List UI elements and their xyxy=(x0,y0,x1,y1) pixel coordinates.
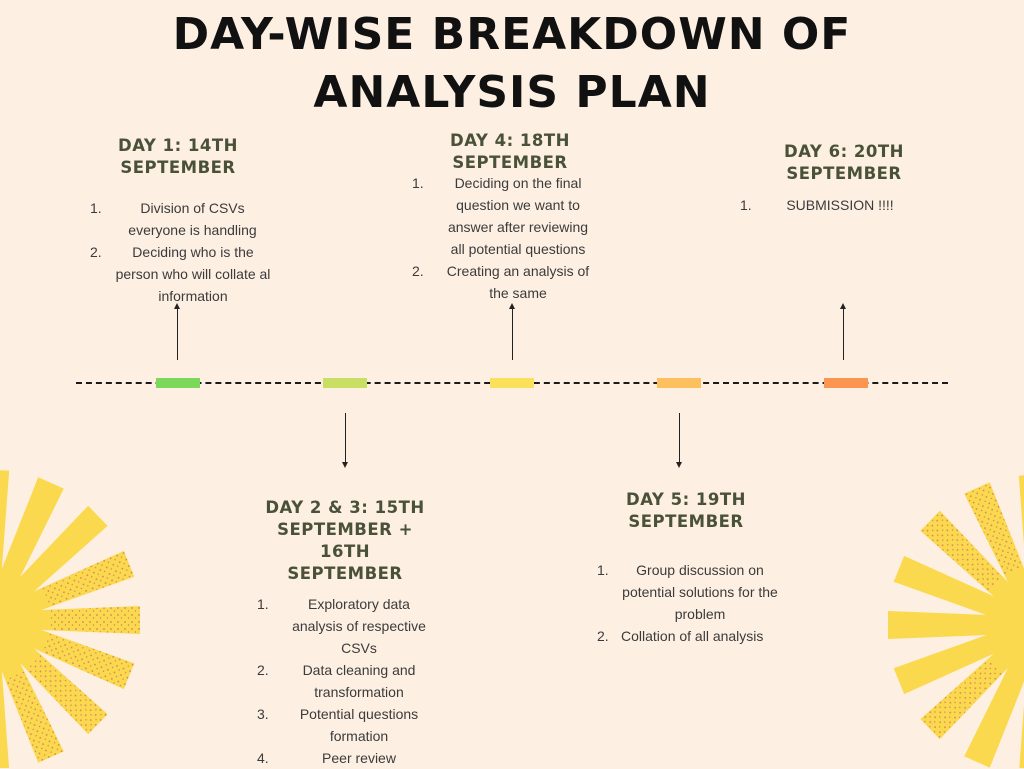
list-number: 2. xyxy=(412,263,424,279)
day6-heading: DAY 6: 20TH SEPTEMBER xyxy=(754,141,934,185)
task-line: Potential questions xyxy=(299,706,419,722)
day5-heading-line: SEPTEMBER xyxy=(628,512,744,531)
task-line: CSVs xyxy=(341,640,377,656)
day6-heading-line: DAY 6: 20TH xyxy=(784,142,904,161)
list-item: 2. Deciding who is the person who will c… xyxy=(90,241,290,307)
task-line: Division of CSVs xyxy=(140,200,245,216)
day1-marker xyxy=(156,378,200,388)
day23-heading-line: DAY 2 & 3: 15TH xyxy=(265,498,425,517)
list-number: 2. xyxy=(257,662,269,678)
day6-task-list: 1. SUBMISSION !!!! xyxy=(740,194,940,216)
task-line: everyone is handling xyxy=(128,222,257,238)
list-number: 1. xyxy=(412,175,424,191)
day4-task-list: 1. Deciding on the final question we wan… xyxy=(412,172,612,304)
day1-arrow-up xyxy=(174,303,180,360)
day23-heading-line: SEPTEMBER xyxy=(287,564,403,583)
day1-heading: DAY 1: 14TH SEPTEMBER xyxy=(88,135,268,179)
task-line: person who will collate al xyxy=(115,266,271,282)
list-item: 1. Group discussion on potential solutio… xyxy=(597,559,797,625)
task-line: SUBMISSION !!!! xyxy=(786,197,894,213)
day23-heading-line: 16TH xyxy=(319,542,371,561)
list-number: 1. xyxy=(740,197,752,213)
list-number: 1. xyxy=(257,596,269,612)
task-line: Creating an analysis of xyxy=(446,263,590,279)
task-line: Exploratory data xyxy=(308,596,410,612)
day4-marker xyxy=(490,378,534,388)
day6-arrow-up xyxy=(840,303,846,360)
day23-arrow-down xyxy=(342,413,348,468)
list-number: 4. xyxy=(257,750,269,766)
list-item: 1. Exploratory data analysis of respecti… xyxy=(257,593,447,659)
day4-arrow-up xyxy=(509,303,515,360)
sunburst-left-icon xyxy=(0,470,140,768)
task-line: analysis of respective xyxy=(292,618,426,634)
day4-heading-line: DAY 4: 18TH xyxy=(450,131,570,150)
task-line: Group discussion on xyxy=(636,562,764,578)
list-item: 2. Collation of all analysis xyxy=(597,625,797,647)
title-line-2: ANALYSIS PLAN xyxy=(313,67,711,118)
day5-task-list: 1. Group discussion on potential solutio… xyxy=(597,559,797,647)
list-item: 2. Data cleaning and transformation xyxy=(257,659,447,703)
list-number: 2. xyxy=(90,244,102,260)
task-line: Peer review xyxy=(322,750,396,766)
list-item: 1. SUBMISSION !!!! xyxy=(740,194,940,216)
list-number: 1. xyxy=(90,200,102,216)
sunburst-right-icon xyxy=(888,474,1024,768)
list-item: 1. Deciding on the final question we wan… xyxy=(412,172,612,260)
day1-task-list: 1. Division of CSVs everyone is handling… xyxy=(90,197,290,307)
title-line-1: DAY-WISE BREAKDOWN OF xyxy=(172,9,852,60)
day4-heading-line: SEPTEMBER xyxy=(452,153,568,172)
task-line: Collation of all analysis xyxy=(621,628,764,644)
day5-heading: DAY 5: 19TH SEPTEMBER xyxy=(596,489,776,533)
task-line: all potential questions xyxy=(450,241,586,257)
page-title: DAY-WISE BREAKDOWN OF ANALYSIS PLAN xyxy=(0,6,1024,122)
day23-heading-line: SEPTEMBER + xyxy=(277,520,413,539)
list-number: 3. xyxy=(257,706,269,722)
list-number: 1. xyxy=(597,562,609,578)
task-line: problem xyxy=(674,606,726,622)
day23-heading: DAY 2 & 3: 15TH SEPTEMBER + 16TH SEPTEMB… xyxy=(245,497,445,585)
task-line: Deciding on the final xyxy=(454,175,582,191)
task-line: potential solutions for the xyxy=(622,584,778,600)
task-line: question we want to xyxy=(456,197,580,213)
task-line: Data cleaning and xyxy=(302,662,416,678)
task-line: information xyxy=(158,288,228,304)
day1-heading-line: SEPTEMBER xyxy=(120,158,236,177)
task-line: the same xyxy=(489,285,547,301)
day23-marker xyxy=(323,378,367,388)
list-item: 4. Peer review xyxy=(257,747,447,769)
list-item: 3. Potential questions formation xyxy=(257,703,447,747)
list-item: 1. Division of CSVs everyone is handling xyxy=(90,197,290,241)
list-number: 2. xyxy=(597,628,609,644)
day5-arrow-down xyxy=(676,413,682,468)
day6-heading-line: SEPTEMBER xyxy=(786,164,902,183)
task-line: Deciding who is the xyxy=(132,244,254,260)
day4-heading: DAY 4: 18TH SEPTEMBER xyxy=(420,130,600,174)
day5-heading-line: DAY 5: 19TH xyxy=(626,490,746,509)
day5-marker xyxy=(657,378,701,388)
day6-marker xyxy=(824,378,868,388)
list-item: 2. Creating an analysis of the same xyxy=(412,260,612,304)
day1-heading-line: DAY 1: 14TH xyxy=(118,136,238,155)
task-line: transformation xyxy=(314,684,404,700)
task-line: answer after reviewing xyxy=(447,219,589,235)
day23-task-list: 1. Exploratory data analysis of respecti… xyxy=(257,593,447,769)
task-line: formation xyxy=(329,728,389,744)
